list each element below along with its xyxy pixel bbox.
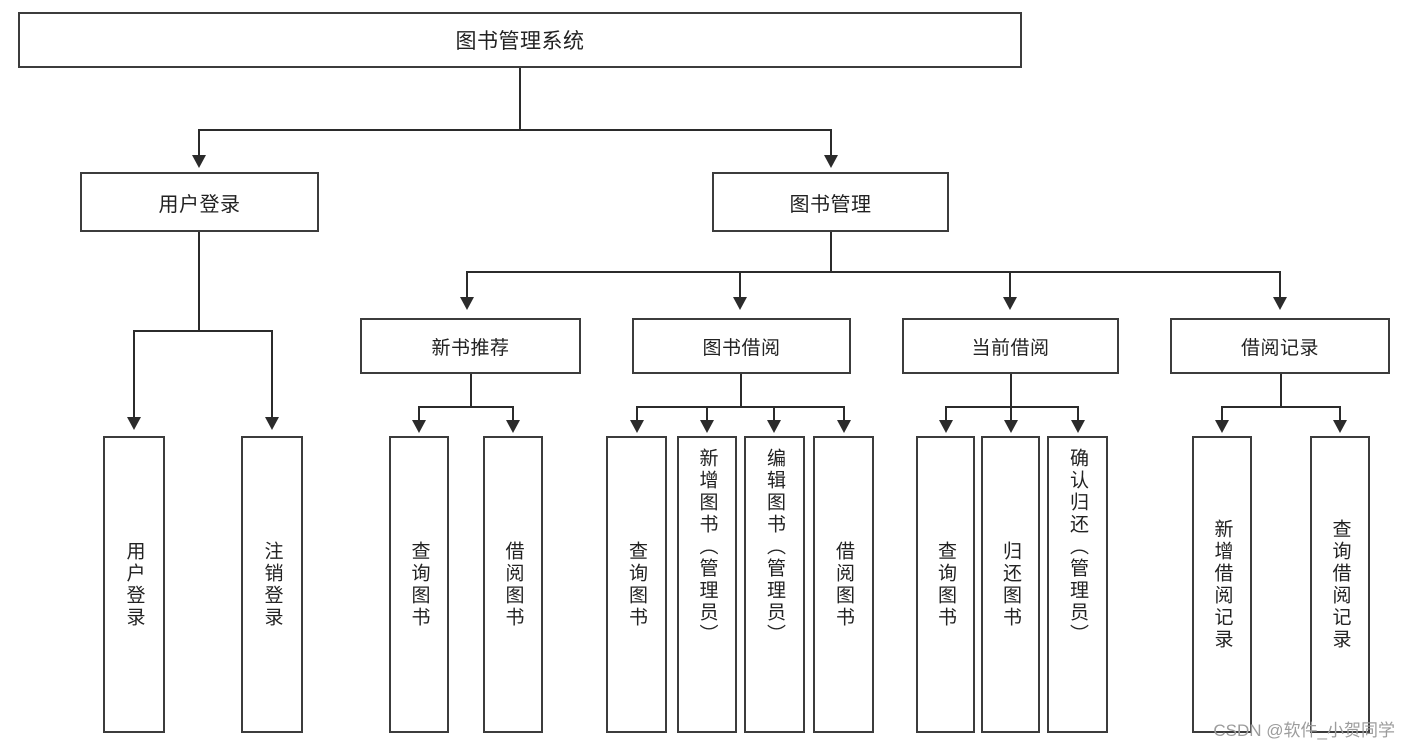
leaf-label: 新增图书（管理员） <box>696 448 718 646</box>
node-current-borrow[interactable]: 当前借阅 <box>902 318 1119 374</box>
arrowhead-user-login-leaf-1 <box>127 417 141 430</box>
connector-borrow-record-stem <box>1280 374 1282 407</box>
connector-new-book-drop-2 <box>512 406 514 422</box>
arrowhead-current-borrow-leaf-2 <box>1004 420 1018 433</box>
node-label: 新书推荐 <box>431 337 510 359</box>
arrowhead-user-login-leaf-2 <box>265 417 279 430</box>
connector-borrow-record-bus <box>1221 406 1340 408</box>
node-label: 当前借阅 <box>971 337 1050 359</box>
connector-borrow-record-drop-1 <box>1221 406 1223 422</box>
node-root-system[interactable]: 图书管理系统 <box>18 12 1022 68</box>
arrowhead-to-current-borrow <box>1003 297 1017 310</box>
leaf-book-borrow-query-book[interactable]: 查询图书 <box>606 436 667 733</box>
node-book-borrow[interactable]: 图书借阅 <box>632 318 851 374</box>
leaf-book-borrow-add-book-admin[interactable]: 新增图书（管理员） <box>677 436 737 733</box>
arrowhead-new-book-leaf-1 <box>412 420 426 433</box>
arrowhead-borrow-record-leaf-2 <box>1333 420 1347 433</box>
arrowhead-to-book-borrow <box>733 297 747 310</box>
node-borrow-record[interactable]: 借阅记录 <box>1170 318 1390 374</box>
csdn-watermark: CSDN @软件_小贺同学 <box>1213 721 1395 740</box>
leaf-label: 编辑图书（管理员） <box>764 448 785 646</box>
connector-book-manage-bus <box>466 271 1281 273</box>
connector-root-bus <box>198 129 832 131</box>
node-label: 图书借阅 <box>702 337 781 359</box>
connector-book-borrow-drop-4 <box>843 406 845 422</box>
leaf-label: 查询借阅记录 <box>1329 518 1351 651</box>
connector-book-manage-stem <box>830 232 832 272</box>
leaf-label: 查询图书 <box>408 540 430 629</box>
node-new-book-recommend[interactable]: 新书推荐 <box>360 318 581 374</box>
arrowhead-borrow-record-leaf-1 <box>1215 420 1229 433</box>
leaf-label: 确认归还（管理员） <box>1067 448 1088 646</box>
node-book-management[interactable]: 图书管理 <box>712 172 949 232</box>
arrowhead-book-borrow-leaf-3 <box>767 420 781 433</box>
node-user-login[interactable]: 用户登录 <box>80 172 319 232</box>
connector-book-borrow-bus <box>636 406 844 408</box>
node-label: 图书管理系统 <box>455 30 585 53</box>
leaf-book-borrow-borrow-book[interactable]: 借阅图书 <box>813 436 874 733</box>
leaf-label: 借阅图书 <box>833 540 854 629</box>
arrowhead-current-borrow-leaf-3 <box>1071 420 1085 433</box>
connector-book-borrow-stem <box>740 374 742 407</box>
arrowhead-root-to-book-manage <box>824 155 838 168</box>
connector-root-to-user-login <box>198 129 200 157</box>
connector-book-borrow-drop-3 <box>773 406 775 422</box>
connector-book-borrow-drop-1 <box>636 406 638 422</box>
leaf-borrow-record-add-record[interactable]: 新增借阅记录 <box>1192 436 1252 733</box>
connector-book-manage-drop-2 <box>739 271 741 299</box>
leaf-current-borrow-query-book[interactable]: 查询图书 <box>916 436 975 733</box>
leaf-label: 借阅图书 <box>502 540 524 629</box>
leaf-label: 用户登录 <box>123 540 145 629</box>
node-label: 用户登录 <box>158 193 241 216</box>
connector-user-login-drop-2 <box>271 330 273 419</box>
node-label: 借阅记录 <box>1240 337 1319 359</box>
connector-book-manage-drop-1 <box>466 271 468 299</box>
leaf-current-borrow-return-book[interactable]: 归还图书 <box>981 436 1040 733</box>
node-label: 图书管理 <box>789 193 872 216</box>
leaf-user-login-logout[interactable]: 注销登录 <box>241 436 303 733</box>
arrowhead-book-borrow-leaf-4 <box>837 420 851 433</box>
connector-new-book-stem <box>470 374 472 407</box>
connector-book-manage-drop-4 <box>1279 271 1281 299</box>
connector-new-book-drop-1 <box>418 406 420 422</box>
leaf-label: 归还图书 <box>1000 540 1021 629</box>
leaf-current-borrow-confirm-return-admin[interactable]: 确认归还（管理员） <box>1047 436 1108 733</box>
connector-user-login-drop-1 <box>133 330 135 419</box>
leaf-book-borrow-edit-book-admin[interactable]: 编辑图书（管理员） <box>744 436 805 733</box>
connector-borrow-record-drop-2 <box>1339 406 1341 422</box>
arrowhead-root-to-user-login <box>192 155 206 168</box>
connector-root-stem <box>519 68 521 130</box>
leaf-user-login-login[interactable]: 用户登录 <box>103 436 165 733</box>
arrowhead-book-borrow-leaf-1 <box>630 420 644 433</box>
connector-user-login-stem <box>198 232 200 331</box>
leaf-label: 新增借阅记录 <box>1211 518 1233 651</box>
connector-new-book-bus <box>418 406 513 408</box>
leaf-label: 注销登录 <box>261 540 283 629</box>
connector-current-borrow-drop-1 <box>945 406 947 422</box>
arrowhead-to-new-book-recommend <box>460 297 474 310</box>
connector-book-manage-drop-3 <box>1009 271 1011 299</box>
connector-user-login-bus <box>133 330 272 332</box>
leaf-new-book-borrow-book[interactable]: 借阅图书 <box>483 436 543 733</box>
leaf-borrow-record-query-record[interactable]: 查询借阅记录 <box>1310 436 1370 733</box>
connector-current-borrow-drop-2 <box>1010 406 1012 422</box>
leaf-label: 查询图书 <box>935 540 956 629</box>
leaf-new-book-query-book[interactable]: 查询图书 <box>389 436 449 733</box>
connector-current-borrow-drop-3 <box>1077 406 1079 422</box>
arrowhead-book-borrow-leaf-2 <box>700 420 714 433</box>
leaf-label: 查询图书 <box>626 540 647 629</box>
connector-current-borrow-stem <box>1010 374 1012 407</box>
connector-root-to-book-manage <box>830 129 832 157</box>
arrowhead-new-book-leaf-2 <box>506 420 520 433</box>
arrowhead-current-borrow-leaf-1 <box>939 420 953 433</box>
connector-book-borrow-drop-2 <box>706 406 708 422</box>
arrowhead-to-borrow-record <box>1273 297 1287 310</box>
